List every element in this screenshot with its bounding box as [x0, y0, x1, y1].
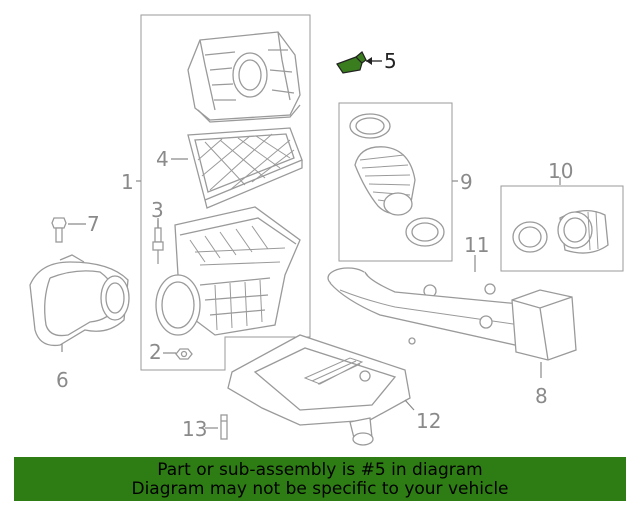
callout-13: 13 [182, 417, 207, 441]
callout-2: 2 [149, 340, 162, 364]
duct-part-10 [512, 210, 609, 254]
intake-duct-assembly-part-8 [327, 267, 577, 361]
callout-5: 5 [384, 49, 397, 73]
callout-6: 6 [56, 368, 69, 392]
bolt-part-7 [51, 217, 67, 243]
callout-8: 8 [535, 384, 548, 408]
nut-part-2 [175, 348, 193, 360]
air-cleaner-cover [187, 31, 301, 123]
resonator-part-6 [29, 254, 130, 347]
air-filter-element [187, 127, 303, 209]
callout-9: 9 [460, 170, 473, 194]
clip-part-5-highlighted [336, 51, 382, 74]
callout-4: 4 [156, 147, 169, 171]
banner-line-1: Part or sub-assembly is #5 in diagram [157, 460, 483, 480]
callout-10: 10 [548, 159, 573, 183]
group-box-1 [140, 14, 311, 371]
air-cleaner-lower-housing [155, 206, 301, 336]
notice-banner: Part or sub-assembly is #5 in diagram Di… [14, 457, 626, 501]
leader-lines [61, 158, 561, 429]
callout-1: 1 [121, 170, 134, 194]
group-box-9 [338, 102, 453, 262]
callout-12: 12 [416, 409, 441, 433]
intake-duct-part-9 [349, 113, 445, 247]
banner-line-2: Diagram may not be specific to your vehi… [131, 479, 509, 499]
callout-7: 7 [87, 212, 100, 236]
tray-part-12 [227, 334, 411, 446]
group-box-10 [500, 185, 624, 272]
callout-3: 3 [151, 198, 164, 222]
pin-part-13 [220, 414, 228, 440]
banner-background [14, 457, 626, 501]
hose-part-11 [423, 283, 496, 298]
callout-11: 11 [464, 233, 489, 257]
